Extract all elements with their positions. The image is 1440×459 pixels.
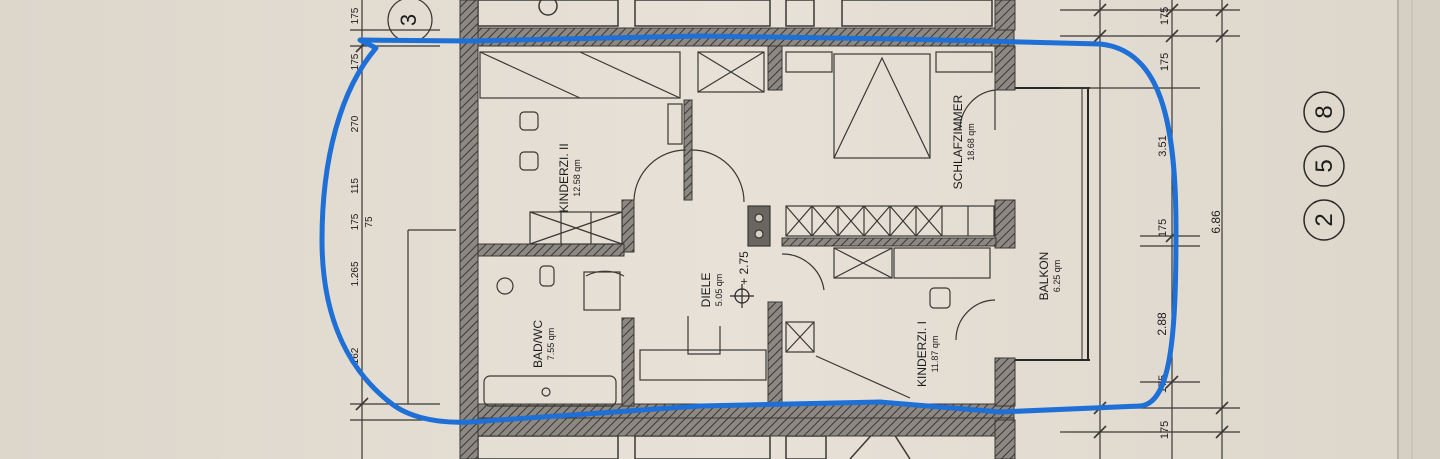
dim-left-7: 75: [364, 216, 375, 228]
room-area: 11.87 qm: [930, 336, 940, 373]
room-area: 12.58 qm: [572, 159, 582, 197]
room-area: 18.68 qm: [966, 123, 976, 161]
dim-right-1: 175: [1159, 7, 1171, 25]
unit-digit-1: 2: [1311, 213, 1338, 226]
wardrobe-units: [529, 51, 995, 353]
unit-digit-circle-3: [1303, 91, 1345, 133]
room-name: BAD/WC: [531, 320, 545, 368]
dimension-ticks: [355, 3, 1229, 439]
room-labels: KINDERZI. II 12.58 qm SCHLAFZIMMER 18.68…: [531, 94, 1062, 387]
dim-left-1: 175: [350, 7, 361, 24]
level-value: + 2.75: [737, 251, 751, 285]
dim-left-2: 175: [350, 53, 361, 70]
unit-number: [1303, 91, 1345, 241]
room-name: KINDERZI. I: [915, 321, 929, 387]
unit-digit-3: 8: [1311, 105, 1338, 118]
dimension-lines: [350, 0, 1240, 459]
dim-right-5: 2.88: [1155, 312, 1169, 336]
room-name: BALKON: [1037, 252, 1051, 301]
room-bad-wc: BAD/WC 7.55 qm: [531, 320, 556, 368]
room-kinderzi-1: KINDERZI. I 11.87 qm: [915, 321, 940, 387]
unit-digit-2: 5: [1311, 159, 1338, 172]
dim-right-total: 6.86: [1209, 210, 1223, 234]
dimension-labels-left: 175 175 270 115 175 1.265 75 162: [350, 7, 375, 364]
dim-left-6: 1.265: [350, 261, 361, 286]
dim-right-2: 175: [1159, 53, 1171, 71]
doors: [585, 89, 996, 341]
room-area: 5.05 qm: [714, 274, 724, 307]
dim-left-4: 115: [350, 178, 361, 194]
room-kinderzi-2: KINDERZI. II 12.58 qm: [557, 143, 582, 212]
room-area: 6.25 qm: [1052, 260, 1062, 293]
highlight-outline: [319, 33, 1179, 425]
corner-mark-label: 3: [396, 14, 421, 26]
unit-digit-circle-2: [1303, 145, 1345, 187]
room-diele: DIELE 5.05 qm: [699, 273, 724, 308]
dim-left-5: 175: [350, 213, 361, 230]
fixtures: [479, 51, 993, 407]
room-name: SCHLAFZIMMER: [951, 94, 965, 189]
room-balkon: BALKON 6.25 qm: [1037, 252, 1062, 301]
room-name: KINDERZI. II: [557, 143, 571, 212]
dim-left-8: 162: [350, 347, 361, 364]
diele-level: + 2.75: [730, 251, 754, 308]
unit-digit-circle-1: [1303, 199, 1345, 241]
room-area: 7.55 qm: [546, 328, 556, 361]
dim-right-4: 175: [1157, 219, 1169, 237]
dim-right-3: 3.51: [1157, 135, 1169, 156]
room-name: DIELE: [699, 273, 713, 308]
dim-left-3: 270: [350, 115, 361, 132]
page-edge: [1398, 0, 1440, 459]
dim-right-7: 175: [1159, 421, 1171, 439]
room-schlafzimmer: SCHLAFZIMMER 18.68 qm: [951, 94, 976, 189]
